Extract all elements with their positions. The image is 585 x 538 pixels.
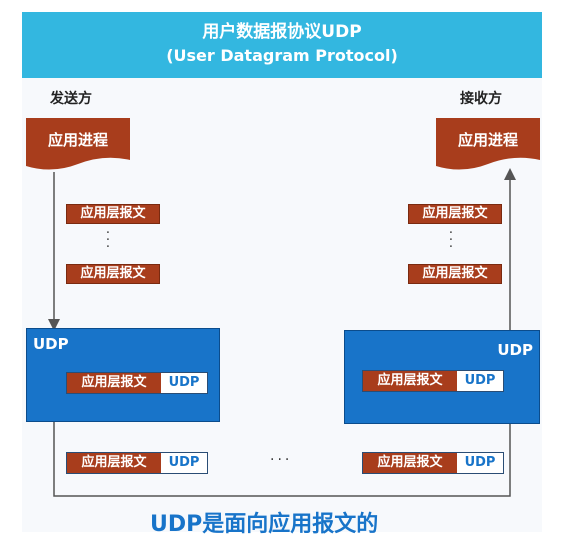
sender-label: 发送方: [50, 91, 92, 107]
datagram-header: UDP: [161, 453, 207, 473]
datagram-header: UDP: [457, 453, 503, 473]
receiver-message-1: 应用层报文: [408, 204, 502, 224]
datagram-header: UDP: [457, 371, 503, 391]
bottom-caption: UDP是面向应用报文的: [150, 512, 379, 537]
datagram-message: 应用层报文: [67, 453, 161, 473]
sender-process-label: 应用进程: [47, 131, 108, 149]
receiver-process-shape: [436, 118, 540, 170]
receiver-udp-label: UDP: [497, 341, 533, 359]
receiver-process-label: 应用进程: [457, 131, 518, 149]
network-datagram-2: 应用层报文 UDP: [362, 452, 504, 474]
receiver-message-2: 应用层报文: [408, 264, 502, 284]
network-datagram-1: 应用层报文 UDP: [66, 452, 208, 474]
datagram-message: 应用层报文: [67, 373, 161, 393]
receiver-vertical-ellipsis: ···: [448, 226, 454, 255]
network-horizontal-ellipsis: ···: [270, 452, 293, 468]
sender-vertical-ellipsis: ···: [105, 226, 111, 255]
sender-message-2: 应用层报文: [66, 264, 160, 284]
sender-udp-datagram: 应用层报文 UDP: [66, 372, 208, 394]
sender-process: 应用进程: [26, 118, 130, 172]
datagram-message: 应用层报文: [363, 453, 457, 473]
receiver-udp-datagram: 应用层报文 UDP: [362, 370, 504, 392]
sender-message-1: 应用层报文: [66, 204, 160, 224]
diagram-title: 用户数据报协议UDP: [202, 22, 362, 42]
receiver-label: 接收方: [460, 91, 502, 107]
title-banner: 用户数据报协议UDP (User Datagram Protocol): [22, 12, 542, 78]
datagram-message: 应用层报文: [363, 371, 457, 391]
datagram-header: UDP: [161, 373, 207, 393]
receiver-process: 应用进程: [436, 118, 540, 172]
network-path-line: [53, 422, 511, 497]
sender-process-shape: [26, 118, 130, 170]
diagram-subtitle: (User Datagram Protocol): [166, 46, 398, 65]
sender-udp-label: UDP: [33, 335, 69, 353]
